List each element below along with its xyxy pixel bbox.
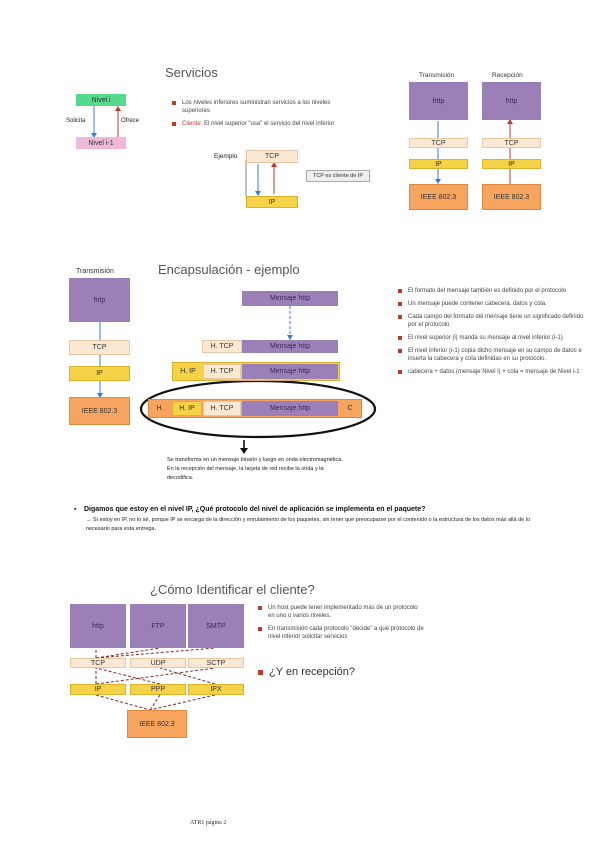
enc-row2-msg: Mensaje http	[242, 364, 338, 379]
app-ftp-box: FTP	[130, 604, 186, 648]
ofrece-label: Ofrece	[121, 118, 140, 124]
enc-bullets: El formato del mensaje también es defini…	[398, 287, 586, 381]
enc-row1-htcp: H. TCP	[202, 340, 242, 353]
question-text: Digamos que estoy en el nivel IP, ¿Qué p…	[84, 506, 426, 513]
tx-tcp-box: TCP	[409, 138, 468, 148]
cliente-title: ¿Cómo Identificar el cliente?	[150, 582, 315, 597]
cliente-text: El nivel superior "usa" el servicio del …	[202, 121, 335, 127]
enc-ieee-box: IEEE 802.3	[69, 397, 130, 425]
cli-ieee-box: IEEE 802.3	[127, 710, 187, 738]
tr-sctp-box: SCTP	[188, 658, 244, 668]
question-answer: → Si estoy en IP, no lo sé, porque IP se…	[86, 517, 531, 532]
enc-bullet-6: cabecera + datos (mensaje Nivel i) + col…	[398, 368, 586, 376]
enc-ip-box: IP	[69, 366, 130, 381]
enc-row1-msg: Mensaje http	[242, 340, 338, 353]
net-ip-box: IP	[70, 684, 126, 695]
page-footer: ATR1 página 2	[190, 820, 227, 826]
recepcion-question-text: ¿Y en recepción?	[269, 666, 356, 678]
app-smtp-box: SMTP	[188, 604, 244, 648]
enc-row3-hip: H. IP	[172, 401, 202, 416]
enc-row3-c: C	[340, 401, 360, 416]
cliente-label: Cliente:	[182, 121, 203, 127]
tx-ieee-box: IEEE 802.3	[409, 184, 468, 210]
rx-title: Recepción	[492, 72, 523, 79]
enc-row2-htcp: H. TCP	[203, 364, 241, 379]
rx-ieee-box: IEEE 802.3	[482, 184, 541, 210]
enc-caption: Se transforma en un mensaje binario y lu…	[167, 457, 343, 481]
nivel-i-box: Nivel i	[76, 94, 126, 106]
ejemplo-tcp-box: TCP	[246, 150, 298, 163]
enc-bullet-5: El nivel inferior (i-1) copia dicho mens…	[398, 347, 586, 363]
servicios-bullet-2: Cliente: El nivel superior "usa" el serv…	[172, 120, 336, 128]
tr-tcp-box: TCP	[70, 658, 126, 668]
enc-row3-htcp: H. TCP	[203, 401, 241, 416]
cliente-bullet-1: Un host puede tener implementado más de …	[258, 604, 424, 620]
ejemplo-ip-box: IP	[246, 196, 298, 208]
servicios-bullet-1: Los niveles inferiores suministran servi…	[172, 99, 336, 115]
enc-tcp-box: TCP	[69, 340, 130, 355]
rx-ip-box: IP	[482, 159, 541, 169]
ejemplo-note: TCP es cliente de IP	[306, 170, 370, 182]
app-http-box: http	[70, 604, 126, 648]
enc-tx-title: Transmisión	[76, 268, 114, 275]
servicios-bullets: Los niveles inferiores suministran servi…	[172, 99, 336, 133]
enc-bullet-1: El formato del mensaje también es defini…	[398, 287, 586, 295]
question-bold: ▪Digamos que estoy en el nivel IP, ¿Qué …	[74, 506, 426, 513]
recepcion-question: ¿Y en recepción?	[258, 666, 355, 678]
tx-http-box: http	[409, 82, 468, 120]
tx-ip-box: IP	[409, 159, 468, 169]
tx-title: Transmisión	[419, 72, 455, 79]
question-block: ▪Digamos que estoy en el nivel IP, ¿Qué …	[74, 506, 534, 534]
enc-row3-msg: Mensaje http	[242, 401, 338, 416]
enc-title: Encapsulación - ejemplo	[158, 262, 300, 277]
enc-row2-hip: H. IP	[174, 364, 202, 379]
enc-msg-http: Mensaje http	[242, 291, 338, 306]
enc-bullet-4: El nivel superior (i) manda su mensaje a…	[398, 334, 586, 342]
cliente-bullet-2: En transmisión cada protocolo "decide" a…	[258, 625, 424, 641]
net-ipx-box: IPX	[188, 684, 244, 695]
net-ppp-box: PPP	[130, 684, 186, 695]
enc-bullet-3: Cada campo del formato del mensaje tiene…	[398, 313, 586, 329]
cliente-bullets: Un host puede tener implementado más de …	[258, 604, 424, 646]
enc-bullet-2: Un mensaje puede contener cabecera, dato…	[398, 300, 586, 308]
enc-http-box: http	[69, 278, 130, 322]
nivel-i1-box: Nivel i-1	[76, 137, 126, 149]
tr-udp-box: UDP	[130, 658, 186, 668]
servicios-title: Servicios	[165, 65, 218, 80]
rx-http-box: http	[482, 82, 541, 120]
ejemplo-label: Ejemplo	[214, 153, 238, 160]
enc-row3-h: H.	[150, 401, 170, 416]
rx-tcp-box: TCP	[482, 138, 541, 148]
solicita-label: Solicita	[66, 118, 86, 124]
